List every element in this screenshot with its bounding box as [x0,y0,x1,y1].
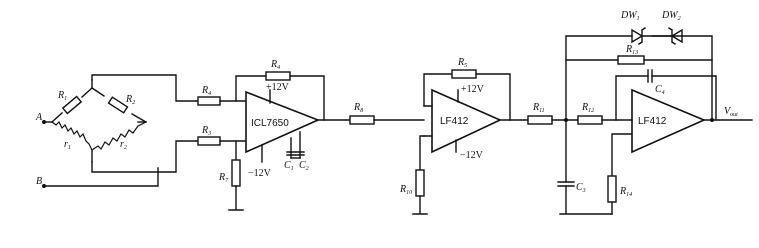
svg-text:R4: R4 [201,85,211,97]
svg-text:+12V: +12V [266,82,290,93]
svg-text:r1: r1 [64,139,71,151]
svg-text:ICL7650: ICL7650 [251,118,289,129]
stage2-input-leads [423,105,433,137]
bridge-r1-thermistor: r1 [51,120,93,151]
svg-text:−12V: −12V [248,168,272,179]
stage1-feedback-resistor-r4: R4 [235,59,325,121]
svg-text:R10: R10 [399,184,412,196]
zener-dw1-icon: DW1 [620,10,646,45]
svg-text:LF412: LF412 [440,116,469,127]
svg-text:B: B [36,176,42,187]
svg-text:R7: R7 [218,172,229,184]
svg-text:R11: R11 [532,102,545,114]
svg-text:R8: R8 [353,102,363,114]
bridge-wires [43,74,197,187]
bridge-r2-resistor: R2 [91,87,147,123]
svg-text:R1: R1 [57,90,67,102]
svg-text:A: A [35,112,43,123]
stage1-compensation-capacitors: C1 C2 [284,131,309,172]
stage1-ground-resistor-r7: R7 [218,140,244,211]
stage1-opamp: ICL7650 [245,90,321,154]
svg-text:C4: C4 [655,84,665,96]
stage2-power: +12V −12V [455,84,485,161]
stage3-opamp: LF412 [631,88,707,154]
svg-text:R4: R4 [270,59,280,71]
stage2-feedback-resistor-r5: R5 [423,57,511,121]
stage3-capacitor-c3: C3 [557,119,613,215]
stage1-input-resistor-r3: R3 [195,125,247,146]
svg-text:r2: r2 [120,139,127,151]
stage2-ground-resistor-r10: R10 [399,135,428,215]
stage3-ground-resistor-r14: R14 [607,133,633,215]
svg-text:Vout: Vout [724,106,738,118]
zener-dw2-icon: DW2 [641,10,683,45]
svg-text:R12: R12 [581,102,594,114]
svg-text:R13: R13 [625,44,638,56]
stage1-input-resistor-r4: R4 [195,85,247,106]
svg-text:R3: R3 [201,125,211,137]
bridge-r2-thermistor: r2 [91,121,147,151]
stage1-power: +12V −12V [248,82,290,179]
svg-text:R14: R14 [619,186,632,198]
svg-text:+12V: +12V [461,84,485,95]
svg-text:−12V: −12V [460,150,484,161]
svg-text:R2: R2 [125,94,135,106]
stage3-feedback-network: R13 C4 [565,35,717,121]
stage2-opamp: LF412 [431,88,502,154]
svg-text:C3: C3 [576,182,586,194]
svg-text:DW2: DW2 [661,10,681,22]
svg-text:C2: C2 [299,160,309,172]
svg-text:DW1: DW1 [620,10,640,22]
output-terminal-vout: Vout [703,106,753,122]
stage2-input-resistor-r8: R8 [317,102,425,125]
bridge-r1-resistor: R1 [51,87,93,123]
stage3-resistor-r12: R12 [577,102,633,125]
svg-text:C1: C1 [284,160,294,172]
svg-text:R5: R5 [457,57,467,69]
svg-text:LF412: LF412 [638,116,667,127]
